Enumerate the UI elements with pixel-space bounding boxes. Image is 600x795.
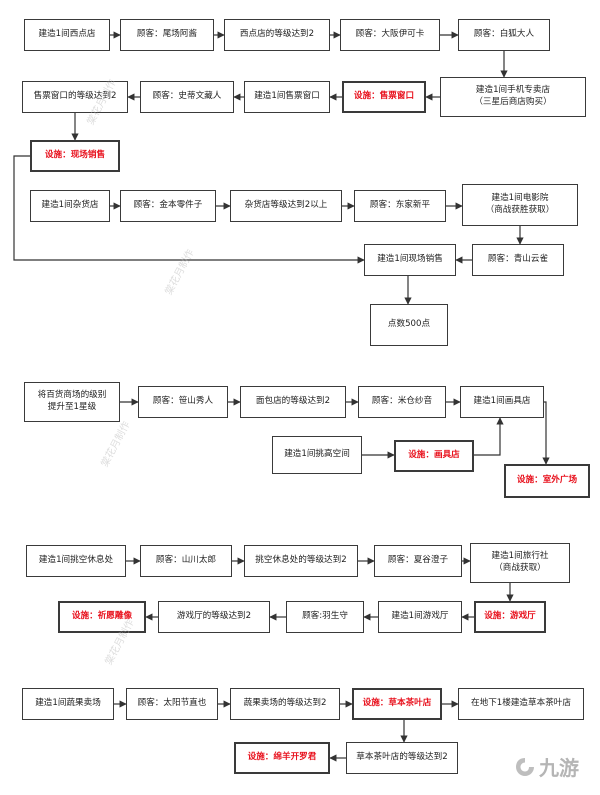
node-label: 设施：祈愿雕像 <box>71 611 133 622</box>
node-label: 顾客:羽生守 <box>302 611 348 622</box>
node-s2-4: 建造1间画具店 <box>460 386 544 418</box>
node-s2-3: 顾客：米仓纱音 <box>358 386 446 418</box>
node-label: 设施：游戏厅 <box>484 611 536 622</box>
node-s3-3: 顾客：夏谷澄子 <box>374 545 462 577</box>
node-s1-18: 点数500点 <box>370 304 448 346</box>
node-s3-6: 建造1间游戏厅 <box>378 601 462 633</box>
node-s4-4: 在地下1楼建造草本茶叶店 <box>458 688 584 720</box>
node-s1-3: 顾客：大阪伊可卡 <box>340 19 440 51</box>
node-label: 设施：现场销售 <box>44 150 106 161</box>
node-s4-0: 建造1间蔬果卖场 <box>22 688 114 720</box>
node-label: 设施：室外广场 <box>516 475 578 486</box>
node-label: 设施：绵羊开罗君 <box>247 752 317 763</box>
watermark-text: 棠花月制作 <box>99 419 133 470</box>
node-label: 顾客：大阪伊可卡 <box>355 29 425 40</box>
node-label: 蔬果卖场的等级达到2 <box>243 698 327 709</box>
node-label: 建造1间西点店 <box>38 29 96 40</box>
node-label: 建造1间旅行社 （商战获取） <box>491 551 549 573</box>
node-label: 建造1间杂货店 <box>41 200 99 211</box>
node-s1-16: 顾客：青山云雀 <box>472 244 564 276</box>
node-label: 游戏厅的等级达到2 <box>176 611 252 622</box>
node-s2-5: 建造1间挑高空间 <box>272 436 362 474</box>
node-label: 顾客：夏谷澄子 <box>387 555 449 566</box>
node-s3-4: 建造1间旅行社 （商战获取） <box>470 543 570 583</box>
node-s3-1: 顾客：山川太郎 <box>140 545 232 577</box>
node-label: 设施：画具店 <box>408 450 460 461</box>
node-s1-17: 建造1间现场销售 <box>364 244 456 276</box>
node-label: 建造1间现场销售 <box>377 254 443 265</box>
node-s3-5: 设施：游戏厅 <box>474 601 546 633</box>
node-s1-14: 顾客：东家新平 <box>354 190 446 222</box>
node-label: 顾客：山川太郎 <box>155 555 217 566</box>
node-s1-13: 杂货店等级达到2以上 <box>230 190 342 222</box>
node-label: 在地下1楼建造草本茶叶店 <box>471 698 571 709</box>
node-s1-11: 建造1间杂货店 <box>30 190 110 222</box>
node-s4-2: 蔬果卖场的等级达到2 <box>230 688 340 720</box>
node-s2-2: 面包店的等级达到2 <box>240 386 346 418</box>
node-label: 面包店的等级达到2 <box>255 396 331 407</box>
node-label: 顾客：史蒂文藏人 <box>152 91 222 102</box>
node-label: 将百货商场的级别 提升至1星级 <box>37 390 107 412</box>
node-label: 售票窗口的等级达到2 <box>33 91 117 102</box>
node-s3-2: 挑空休息处的等级达到2 <box>244 545 358 577</box>
node-label: 顾客：金本零件子 <box>133 200 203 211</box>
node-label: 顾客：米仓纱音 <box>371 396 433 407</box>
node-s4-5: 草本茶叶店的等级达到2 <box>346 742 458 774</box>
node-s1-9: 售票窗口的等级达到2 <box>22 81 128 113</box>
node-label: 顾客：太阳节直也 <box>137 698 207 709</box>
node-label: 建造1间手机专卖店 （三星后商店购买） <box>474 85 552 107</box>
node-label: 建造1间挑空休息处 <box>38 555 114 566</box>
node-s4-1: 顾客：太阳节直也 <box>126 688 218 720</box>
node-label: 点数500点 <box>387 319 431 330</box>
node-s2-0: 将百货商场的级别 提升至1星级 <box>24 382 120 422</box>
node-label: 顾客：笹山秀人 <box>152 396 214 407</box>
node-s1-4: 顾客：白狐大人 <box>458 19 550 51</box>
watermark-text: 棠花月制作 <box>163 247 197 298</box>
logo-text: 九游 <box>539 756 579 780</box>
node-label: 顾客：尾场阿酱 <box>136 29 198 40</box>
node-s4-3: 设施：草本茶叶店 <box>352 688 442 720</box>
node-s3-7: 顾客:羽生守 <box>286 601 364 633</box>
jiuyou-logo-icon <box>516 757 534 776</box>
node-label: 建造1间游戏厅 <box>391 611 449 622</box>
node-label: 西点店的等级达到2 <box>239 29 315 40</box>
node-label: 杂货店等级达到2以上 <box>244 200 328 211</box>
node-label: 建造1间蔬果卖场 <box>35 698 101 709</box>
node-label: 建造1间电影院 （商战获胜获取） <box>485 193 555 215</box>
node-label: 草本茶叶店的等级达到2 <box>356 752 448 763</box>
node-s1-5: 建造1间手机专卖店 （三星后商店购买） <box>440 77 586 117</box>
node-label: 设施：售票窗口 <box>353 91 415 102</box>
node-label: 挑空休息处的等级达到2 <box>255 555 347 566</box>
node-s3-9: 设施：祈愿雕像 <box>58 601 146 633</box>
node-s1-10: 设施：现场销售 <box>30 140 120 172</box>
node-s4-6: 设施：绵羊开罗君 <box>234 742 330 774</box>
node-s2-7: 设施：室外广场 <box>504 464 590 498</box>
node-label: 设施：草本茶叶店 <box>362 698 432 709</box>
node-label: 建造1间售票窗口 <box>254 91 320 102</box>
flow-arrow <box>542 401 550 465</box>
node-s1-8: 顾客：史蒂文藏人 <box>140 81 234 113</box>
node-s1-2: 西点店的等级达到2 <box>224 19 330 51</box>
node-label: 建造1间画具店 <box>473 396 531 407</box>
node-label: 顾客：东家新平 <box>369 200 431 211</box>
node-s3-0: 建造1间挑空休息处 <box>26 545 126 577</box>
node-label: 顾客：白狐大人 <box>473 29 535 40</box>
node-s1-6: 设施：售票窗口 <box>342 81 426 113</box>
node-s1-12: 顾客：金本零件子 <box>120 190 216 222</box>
node-s1-0: 建造1间西点店 <box>24 19 110 51</box>
node-s2-1: 顾客：笹山秀人 <box>138 386 228 418</box>
node-s1-15: 建造1间电影院 （商战获胜获取） <box>462 184 578 226</box>
node-s2-6: 设施：画具店 <box>394 440 474 472</box>
node-s1-7: 建造1间售票窗口 <box>244 81 330 113</box>
flow-arrow <box>474 417 504 456</box>
node-label: 建造1间挑高空间 <box>284 449 350 460</box>
node-s3-8: 游戏厅的等级达到2 <box>158 601 270 633</box>
node-label: 顾客：青山云雀 <box>487 254 549 265</box>
node-s1-1: 顾客：尾场阿酱 <box>120 19 214 51</box>
jiuyou-logo: 九游 <box>514 752 579 781</box>
